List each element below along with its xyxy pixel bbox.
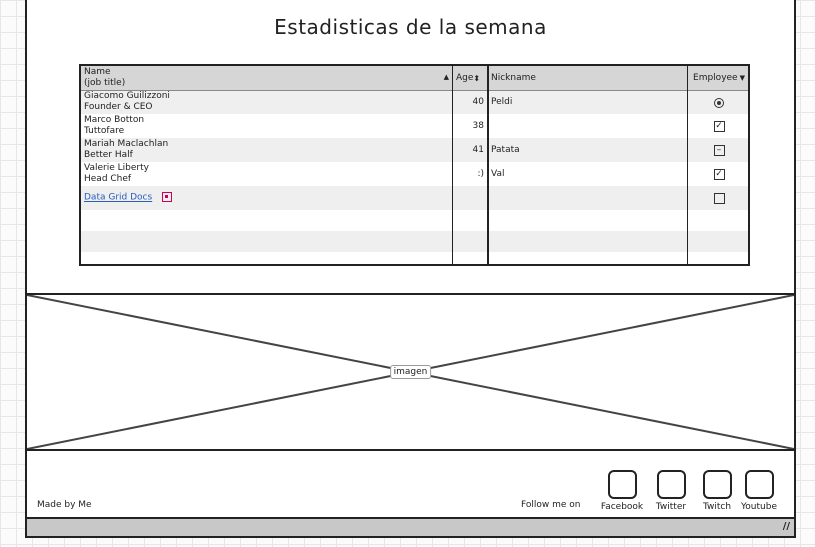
header-nickname-label: Nickname bbox=[491, 72, 536, 83]
social-youtube[interactable]: Youtube bbox=[736, 470, 782, 512]
cell-name: Data Grid Docs bbox=[81, 186, 452, 210]
row-job: Tuttofare bbox=[84, 126, 125, 136]
external-link-icon[interactable] bbox=[162, 192, 173, 202]
data-grid: Name (job title) ▲ Age ⬍ Nickname Employ… bbox=[79, 64, 750, 266]
cell-employee bbox=[688, 90, 748, 114]
row-name: Valerie Liberty bbox=[84, 163, 149, 173]
table-row-bg bbox=[81, 186, 748, 210]
cell-employee: ✓ bbox=[688, 114, 748, 138]
chevron-down-icon[interactable]: ▼ bbox=[739, 73, 745, 82]
image-placeholder: imagen bbox=[27, 293, 794, 451]
sort-both-icon[interactable]: ⬍ bbox=[473, 73, 481, 83]
column-divider bbox=[487, 66, 489, 264]
status-bar: // bbox=[27, 517, 794, 536]
grid-header: Name (job title) ▲ Age ⬍ Nickname Employ… bbox=[81, 66, 748, 91]
table-row[interactable]: Giacomo Guilizzoni Founder & CEO 40 Peld… bbox=[81, 90, 748, 114]
twitter-icon[interactable] bbox=[656, 470, 686, 499]
table-row[interactable]: Marco Botton Tuttofare 38 ✓ bbox=[81, 114, 748, 138]
sort-up-icon[interactable]: ▲ bbox=[443, 73, 449, 81]
made-by-text: Made by Me bbox=[37, 500, 92, 510]
social-label: Twitter bbox=[655, 502, 687, 512]
cell-employee: – bbox=[688, 138, 748, 162]
table-row-bg bbox=[81, 90, 748, 114]
column-divider bbox=[452, 66, 453, 264]
table-row-bg bbox=[81, 231, 748, 252]
page-frame: Estadisticas de la semana Name (job titl… bbox=[25, 0, 796, 538]
table-row[interactable]: Mariah Maclachlan Better Half 41 Patata … bbox=[81, 138, 748, 162]
row-name: Marco Botton bbox=[84, 115, 145, 125]
cell-name: Marco Botton Tuttofare bbox=[81, 114, 452, 138]
social-label: Facebook bbox=[600, 502, 644, 512]
cell-name: Giacomo Guilizzoni Founder & CEO bbox=[81, 90, 452, 114]
image-label: imagen bbox=[389, 365, 432, 379]
header-age[interactable]: Age ⬍ bbox=[453, 66, 487, 90]
cell-age: 38 bbox=[472, 121, 484, 131]
cell-nickname: Patata bbox=[491, 145, 520, 155]
social-twitter[interactable]: Twitter bbox=[648, 470, 694, 512]
row-name: Mariah Maclachlan bbox=[84, 139, 169, 149]
header-employee-label: Employee bbox=[693, 72, 738, 83]
employee-checkbox-empty[interactable] bbox=[713, 193, 725, 204]
resize-grip-icon[interactable]: // bbox=[782, 521, 790, 532]
facebook-icon[interactable] bbox=[607, 470, 637, 499]
column-divider bbox=[687, 66, 688, 264]
cell-nickname bbox=[488, 114, 687, 138]
cell-nickname: Peldi bbox=[491, 97, 513, 107]
table-row: Data Grid Docs bbox=[81, 186, 748, 210]
cell-name: Mariah Maclachlan Better Half bbox=[81, 138, 452, 162]
employee-radio[interactable] bbox=[714, 98, 724, 108]
social-label: Youtube bbox=[741, 502, 777, 512]
follow-me-text: Follow me on bbox=[521, 500, 581, 510]
table-row-bg bbox=[81, 138, 748, 162]
social-facebook[interactable]: Facebook bbox=[599, 470, 645, 512]
row-job: Head Chef bbox=[84, 174, 132, 184]
employee-checkbox-checked[interactable]: ✓ bbox=[713, 121, 725, 132]
cell-nickname: Val bbox=[491, 169, 505, 179]
row-job: Founder & CEO bbox=[84, 102, 153, 112]
header-name[interactable]: Name (job title) ▲ bbox=[81, 66, 452, 90]
data-grid-docs-link[interactable]: Data Grid Docs bbox=[84, 192, 153, 203]
header-job-label: (job title) bbox=[84, 78, 126, 88]
cell-employee: ✓ bbox=[688, 162, 748, 186]
page-title: Estadisticas de la semana bbox=[274, 15, 547, 39]
row-name: Giacomo Guilizzoni bbox=[84, 91, 170, 101]
header-age-label: Age bbox=[456, 72, 474, 83]
cell-age: 41 bbox=[472, 145, 484, 155]
header-name-label: Name bbox=[84, 67, 111, 77]
row-job: Better Half bbox=[84, 150, 133, 160]
youtube-icon[interactable] bbox=[744, 470, 774, 499]
cell-age: 40 bbox=[472, 97, 484, 107]
employee-checkbox-indeterminate[interactable]: – bbox=[713, 145, 725, 156]
cell-age: :) bbox=[477, 169, 484, 179]
table-row[interactable]: Valerie Liberty Head Chef :) Val ✓ bbox=[81, 162, 748, 186]
social-twitch[interactable]: Twitch bbox=[694, 470, 740, 512]
header-nickname[interactable]: Nickname bbox=[488, 66, 687, 90]
twitch-icon[interactable] bbox=[702, 470, 732, 499]
cell-name: Valerie Liberty Head Chef bbox=[81, 162, 452, 186]
header-employee[interactable]: Employee ▼ bbox=[688, 66, 748, 90]
social-label: Twitch bbox=[702, 502, 732, 512]
employee-checkbox-checked[interactable]: ✓ bbox=[713, 169, 725, 180]
cell-employee bbox=[688, 186, 748, 210]
